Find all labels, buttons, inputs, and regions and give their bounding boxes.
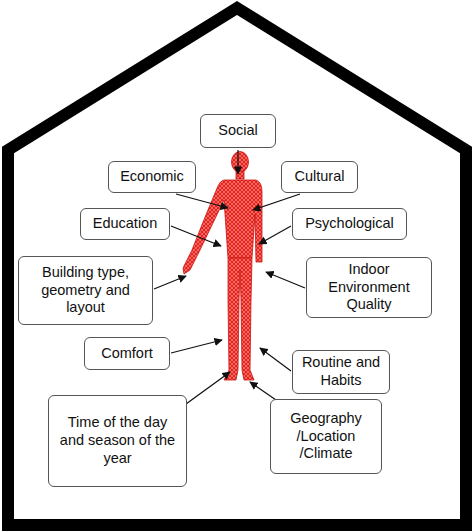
arrow (259, 226, 291, 244)
factor-label: Building type, geometry and layout (25, 264, 146, 317)
label-wrap: Comfort (101, 345, 153, 363)
factor-box: Comfort (84, 337, 170, 370)
factor-box: Building type, geometry and layout (18, 256, 153, 325)
factor-label: Social (218, 122, 258, 140)
arrow (266, 272, 305, 288)
arrow (171, 226, 221, 246)
factor-box: Cultural (281, 161, 358, 193)
factor-label: Geography /Location /Climate (277, 410, 375, 463)
label-wrap: Social (218, 122, 258, 140)
label-wrap: Cultural (295, 168, 345, 186)
arrow (250, 382, 276, 400)
arrow (186, 372, 230, 404)
label-wrap: Economic (120, 168, 184, 186)
factor-box: Geography /Location /Climate (270, 399, 382, 474)
label-wrap: Routine and Habits (299, 354, 383, 389)
factor-box: Time of the day and season of the year (48, 395, 187, 487)
label-wrap: Geography /Location /Climate (277, 410, 375, 463)
house-outline (8, 8, 466, 525)
label-wrap: Education (93, 215, 158, 233)
factor-label: Comfort (101, 345, 153, 363)
arrow (253, 194, 300, 210)
label-wrap: Building type, geometry and layout (25, 264, 146, 317)
label-wrap: Indoor Environment Quality (313, 261, 425, 314)
factor-label: Routine and Habits (299, 354, 383, 389)
factor-box: Economic (108, 161, 196, 193)
arrow (237, 150, 238, 174)
arrow (154, 276, 186, 289)
factor-box: Social (200, 114, 276, 148)
arrow (171, 340, 222, 353)
factor-box: Education (80, 208, 170, 240)
factor-label: Indoor Environment Quality (313, 261, 425, 314)
factor-label: Cultural (295, 168, 345, 186)
factor-label: Economic (120, 168, 184, 186)
factor-label: Psychological (305, 215, 394, 233)
label-wrap: Time of the day and season of the year (55, 414, 180, 467)
arrow (176, 194, 228, 208)
factor-box: Psychological (292, 208, 407, 240)
factor-label: Education (93, 215, 158, 233)
arrow (260, 348, 291, 371)
factor-box: Indoor Environment Quality (306, 257, 432, 318)
label-wrap: Psychological (305, 215, 394, 233)
factor-box: Routine and Habits (292, 350, 390, 393)
factor-label: Time of the day and season of the year (55, 414, 180, 467)
